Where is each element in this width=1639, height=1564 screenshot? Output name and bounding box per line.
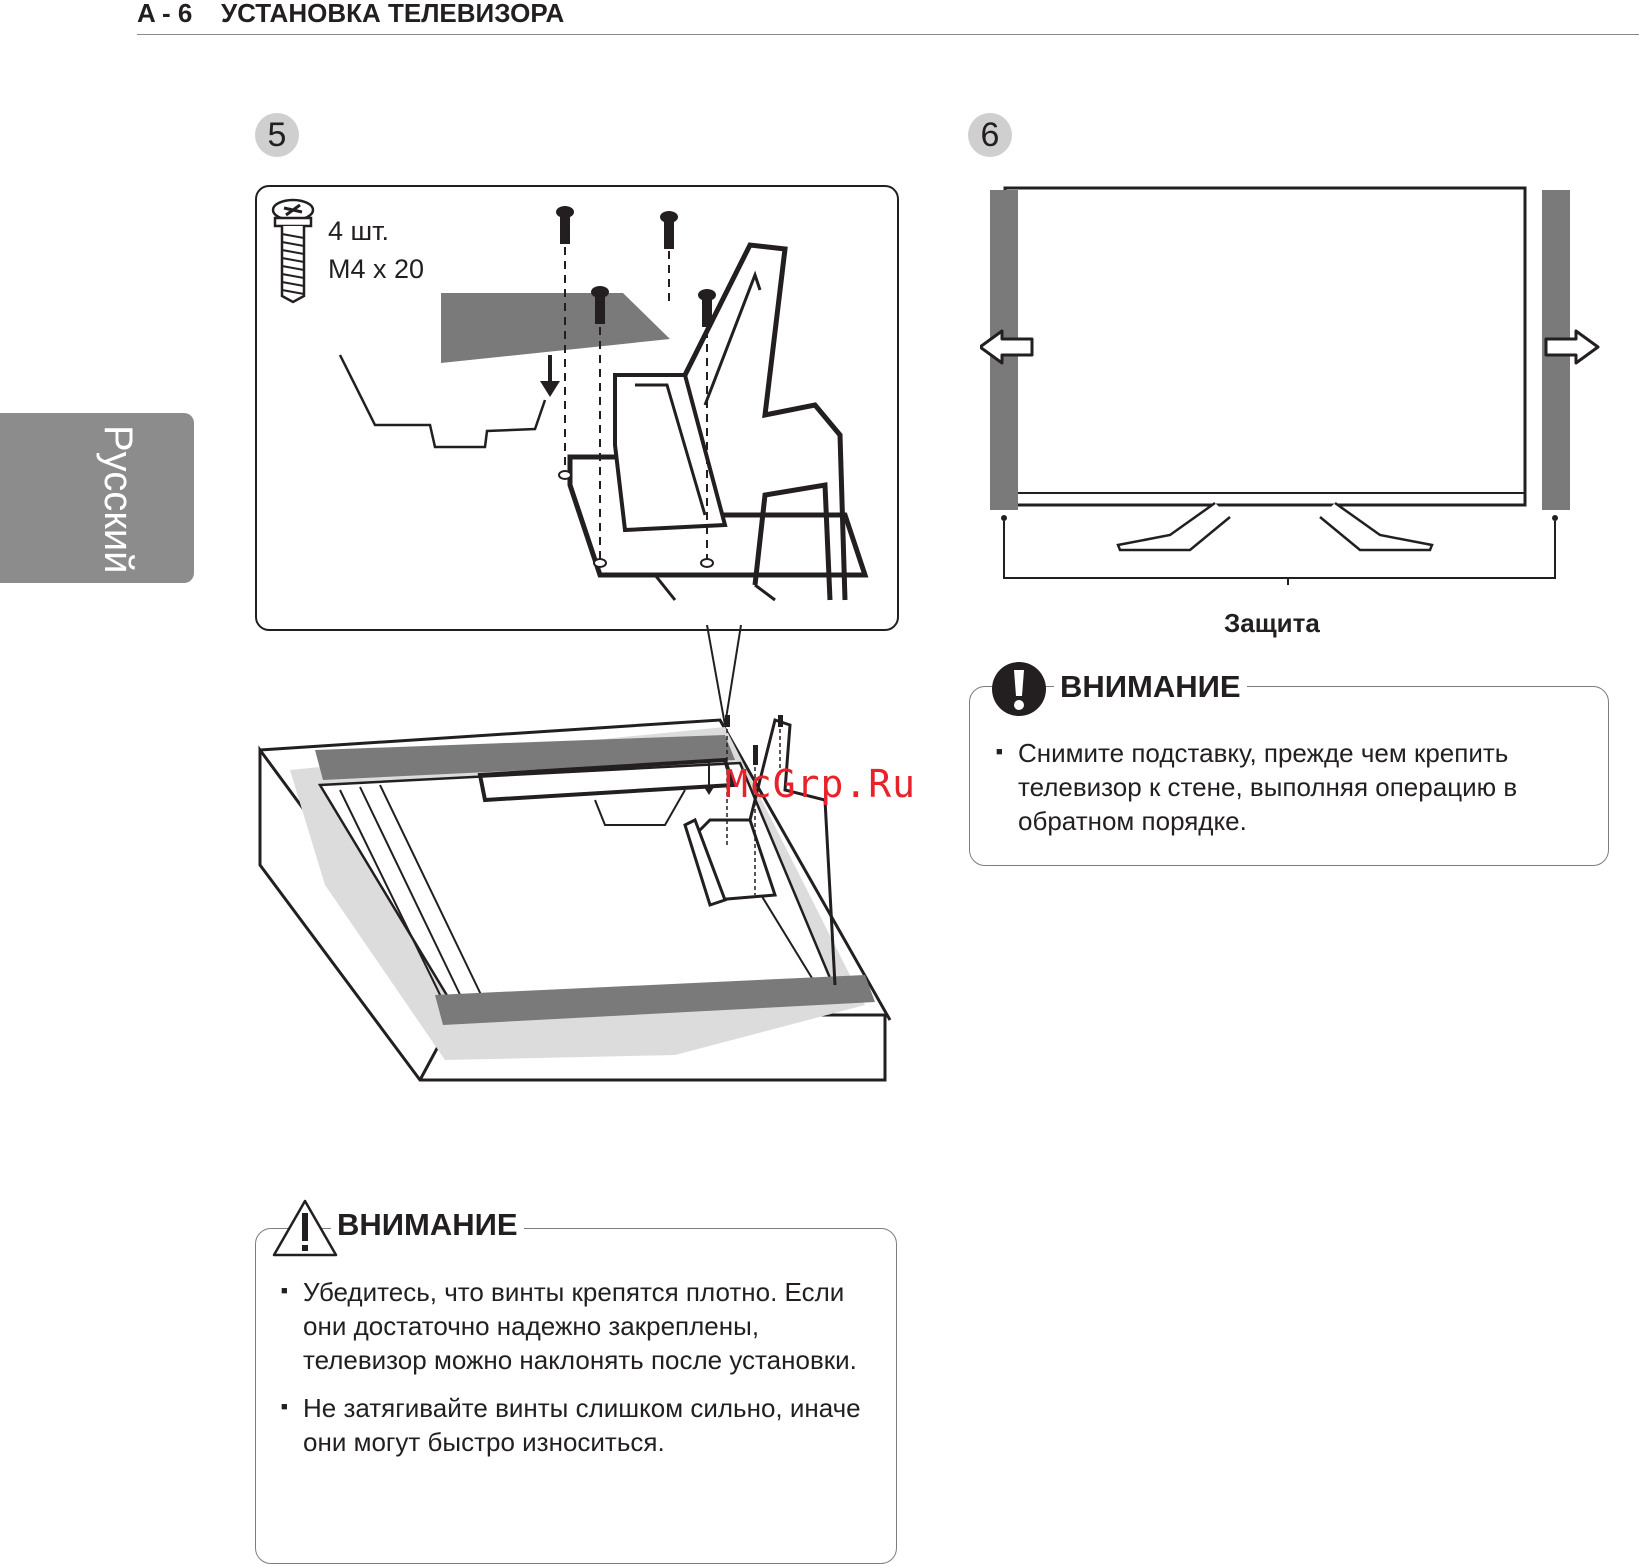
stand-detail-illustration: [338, 206, 869, 602]
step-6-caution-box: [969, 686, 1609, 866]
step-6-number: 6: [968, 113, 1012, 157]
protection-label: Защита: [1224, 608, 1320, 638]
warning-triangle-icon: [272, 1199, 338, 1257]
language-tab-label: Русский: [96, 425, 140, 574]
caution-item-no-overtighten: Не затягивайте винты слишком сильно, ина…: [281, 1390, 889, 1459]
screw-quantity: 4 шт.: [328, 216, 390, 246]
screw-size: M4 x 20: [328, 254, 425, 284]
language-tab[interactable]: Русский: [0, 413, 194, 583]
exclamation-circle-icon: [992, 662, 1046, 716]
watermark: McGrp.Ru: [725, 762, 917, 806]
step-5-caution-list: Убедитесь, что винты крепятся плотно. Ес…: [281, 1274, 889, 1473]
caution-item-remove-stand: Снимите подставку, прежде чем крепить те…: [996, 735, 1576, 838]
tv-front-protector-illustration: [980, 186, 1600, 585]
screw-icon: [271, 198, 315, 304]
step-5-detail-box: [255, 185, 899, 631]
step-6-caution-list: Снимите подставку, прежде чем крепить те…: [996, 735, 1576, 852]
step-6-caution-title: ВНИМАНИЕ: [1054, 669, 1247, 705]
tv-on-table-illustration: [258, 715, 892, 1082]
section-title: УСТАНОВКА ТЕЛЕВИЗОРА: [221, 0, 565, 28]
step-5-number: 5: [255, 113, 299, 157]
page-number: A - 6: [137, 0, 193, 28]
step-5-caution-title: ВНИМАНИЕ: [331, 1207, 524, 1243]
page-header: A - 6 УСТАНОВКА ТЕЛЕВИЗОРА: [137, 0, 1639, 35]
caution-item-screws-tight: Убедитесь, что винты крепятся плотно. Ес…: [281, 1274, 889, 1377]
